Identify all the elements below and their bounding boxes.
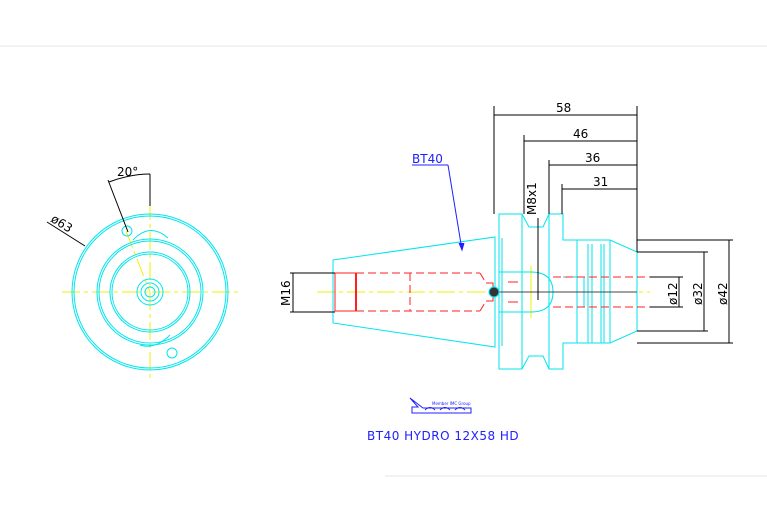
front-view: 20° ø63 bbox=[46, 165, 238, 380]
hidden-lines bbox=[356, 272, 650, 312]
angle-dimension bbox=[107, 173, 151, 233]
bt40-taper bbox=[332, 236, 496, 348]
drive-slot-hole-bottom bbox=[166, 347, 178, 359]
dim-46: 46 bbox=[573, 127, 588, 141]
front-centerlines bbox=[62, 202, 238, 380]
front-outline bbox=[71, 213, 229, 371]
angle-label: 20° bbox=[117, 165, 138, 179]
side-view: 58 46 36 31 M16 M8x1 ø12 ø32 ø42 BT40 bbox=[279, 101, 733, 370]
drive-slot-hole-top bbox=[121, 225, 133, 237]
iscar-logo: Member IMC Group bbox=[409, 397, 472, 414]
dim-dia-12: ø12 bbox=[666, 282, 680, 305]
dim-m16: M16 bbox=[279, 280, 293, 306]
dim-31: 31 bbox=[593, 175, 608, 189]
sheet-frame bbox=[0, 45, 767, 477]
logo-tagline: Member IMC Group bbox=[432, 401, 471, 406]
bt40-callout: BT40 bbox=[412, 152, 443, 166]
part-title: BT40 HYDRO 12X58 HD bbox=[367, 429, 519, 443]
side-dimensions bbox=[290, 106, 733, 344]
dim-dia-42: ø42 bbox=[716, 282, 730, 305]
flange-dia-leader bbox=[46, 221, 86, 247]
thread-lines bbox=[334, 272, 518, 312]
flange-dia-label: ø63 bbox=[48, 212, 75, 236]
dim-36: 36 bbox=[585, 151, 600, 165]
dim-m8x1: M8x1 bbox=[525, 182, 539, 215]
coolant-screw bbox=[488, 286, 500, 298]
dim-dia-32: ø32 bbox=[691, 282, 705, 305]
dim-58: 58 bbox=[556, 101, 571, 115]
bt40-leader bbox=[412, 164, 465, 252]
